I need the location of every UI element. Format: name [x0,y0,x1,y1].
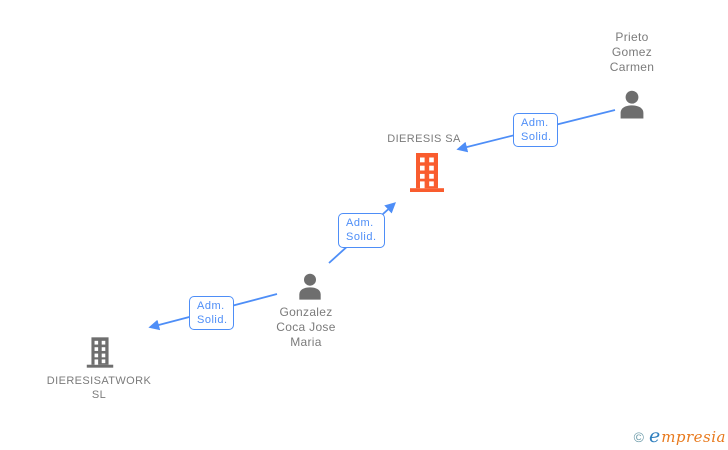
edge-label-adm-solid: Adm. Solid. [338,213,385,248]
node-label-dieresisatwork-sl[interactable]: DIERESISATWORK SL [46,375,152,401]
company-icon-highlighted[interactable] [409,153,445,192]
copyright-icon: © [633,429,644,445]
node-label-gonzalez-coca-jose-maria[interactable]: Gonzalez Coca Jose Maria [276,305,336,349]
empresia-logo[interactable]: © e mpresia [634,425,726,447]
node-label-prieto-gomez-carmen[interactable]: Prieto Gomez Carmen [609,30,655,74]
brand-initial: e [648,425,661,447]
node-label-dieresis-sa[interactable]: DIERESIS SA [387,133,461,145]
person-icon[interactable] [616,89,648,121]
company-icon[interactable] [86,337,114,368]
person-icon[interactable] [295,272,325,302]
brand-name: mpresia [661,428,726,446]
edge-label-adm-solid: Adm. Solid. [189,296,234,330]
edge-label-adm-solid: Adm. Solid. [513,113,558,147]
